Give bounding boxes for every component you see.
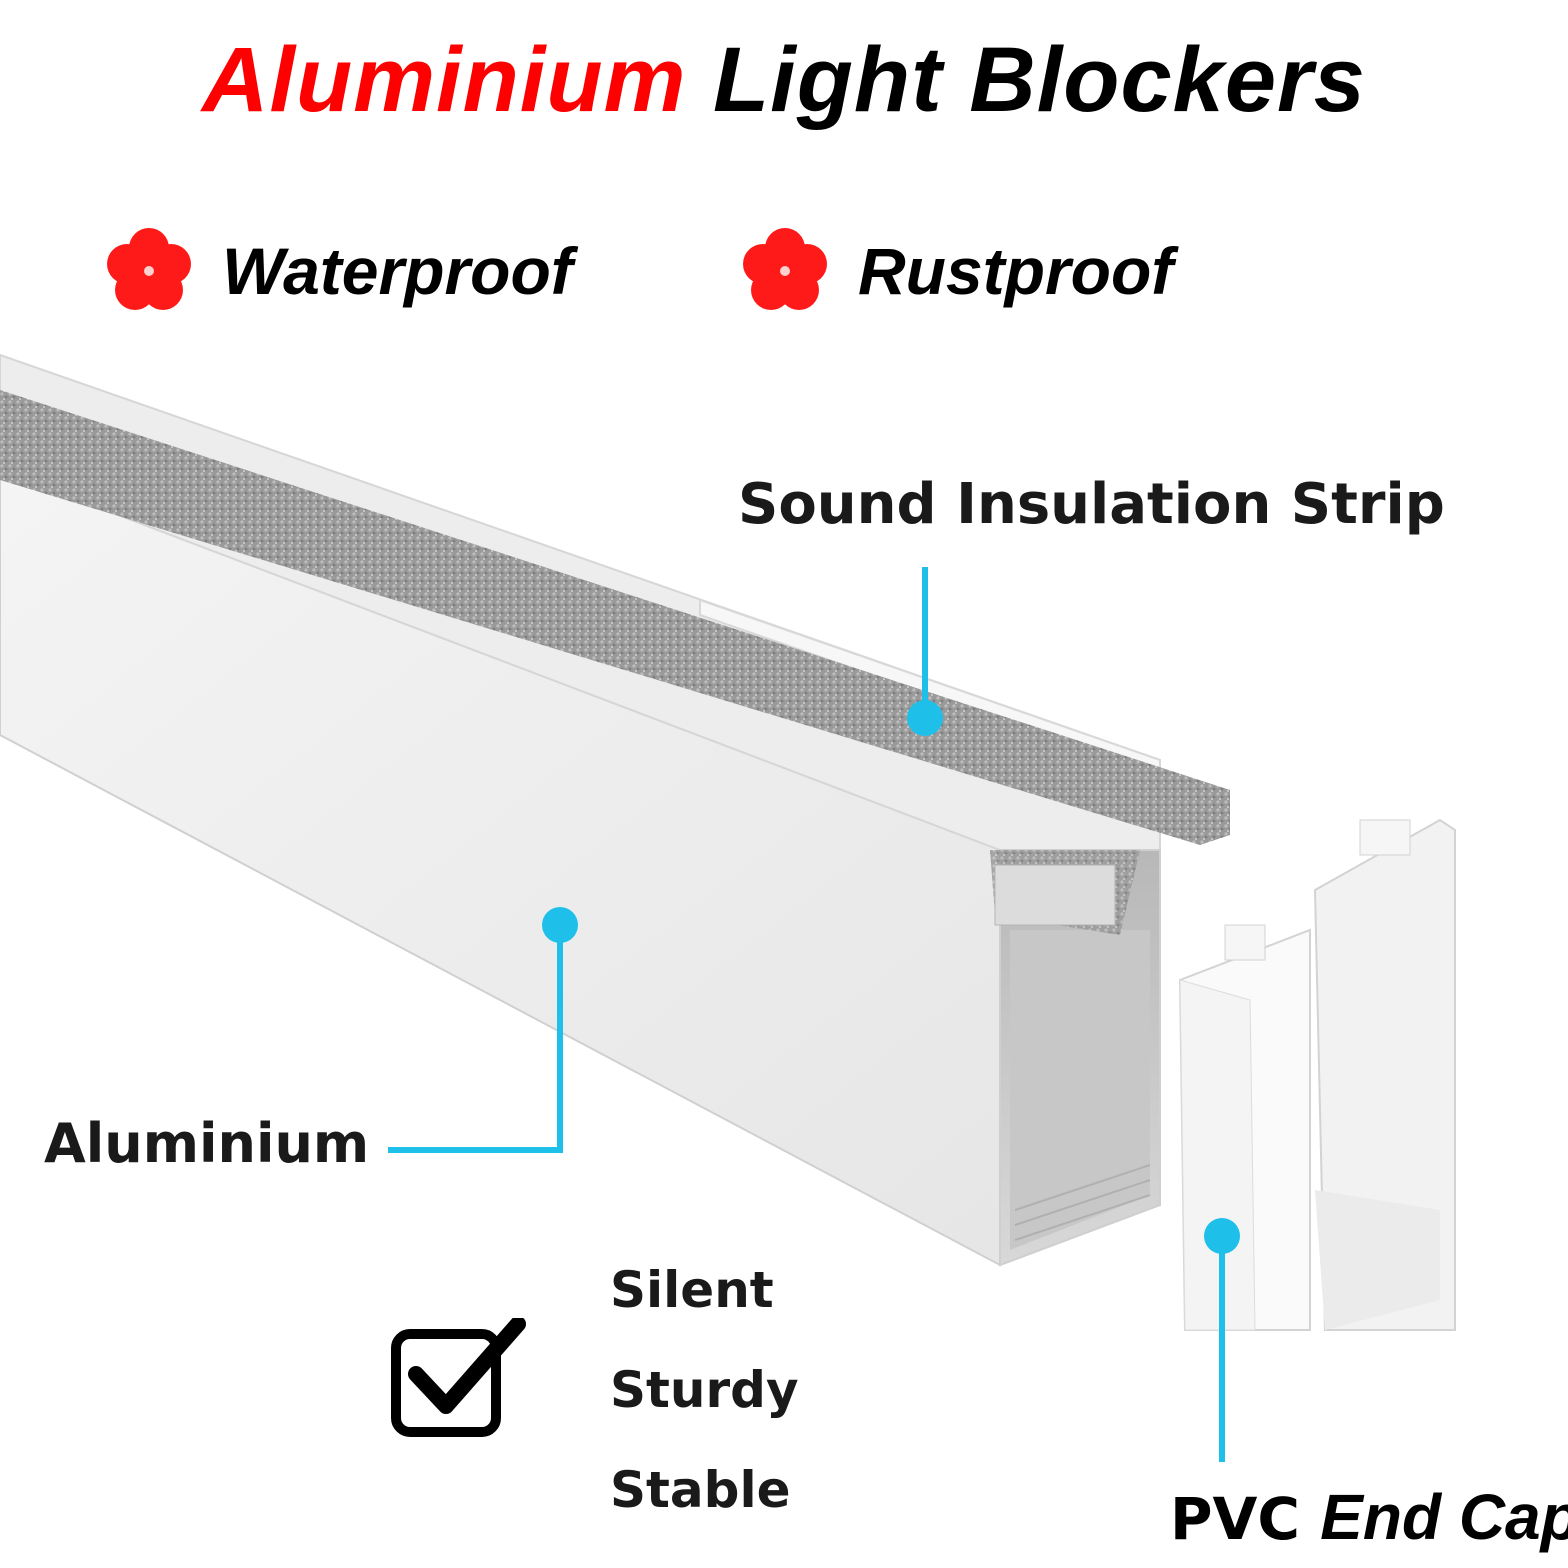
end-cap-suffix: End Cap [1320,1481,1568,1553]
benefit-item: Silent [610,1261,774,1319]
title-aluminium: Aluminium [202,29,687,131]
strip-callout-dot [907,700,943,736]
red-flower-icon [107,228,191,310]
end-cap-prefix: PVC [1170,1485,1300,1553]
feature-waterproof: Waterproof [104,226,573,316]
red-flower-icon [743,228,827,310]
aluminium-callout-dot [542,907,578,943]
checkbox-checked-icon [391,1318,526,1437]
feature-label: Waterproof [222,234,573,308]
end-cap-label: PVC End Cap [1170,1480,1568,1554]
feature-rustproof: Rustproof [740,226,1173,316]
feature-label: Rustproof [858,234,1174,308]
end-cap-callout-dot [1204,1218,1240,1254]
benefit-item: Sturdy [610,1361,799,1419]
title-light-blockers: Light Blockers [712,29,1366,131]
page-title: Aluminium Light Blockers [0,28,1568,133]
sound-strip-label: Sound Insulation Strip [738,472,1445,537]
aluminium-label: Aluminium [44,1112,370,1175]
callout-lines [388,567,1225,1462]
benefit-item: Stable [610,1461,791,1519]
benefits-list: Silent Sturdy Stable [610,1255,799,1555]
